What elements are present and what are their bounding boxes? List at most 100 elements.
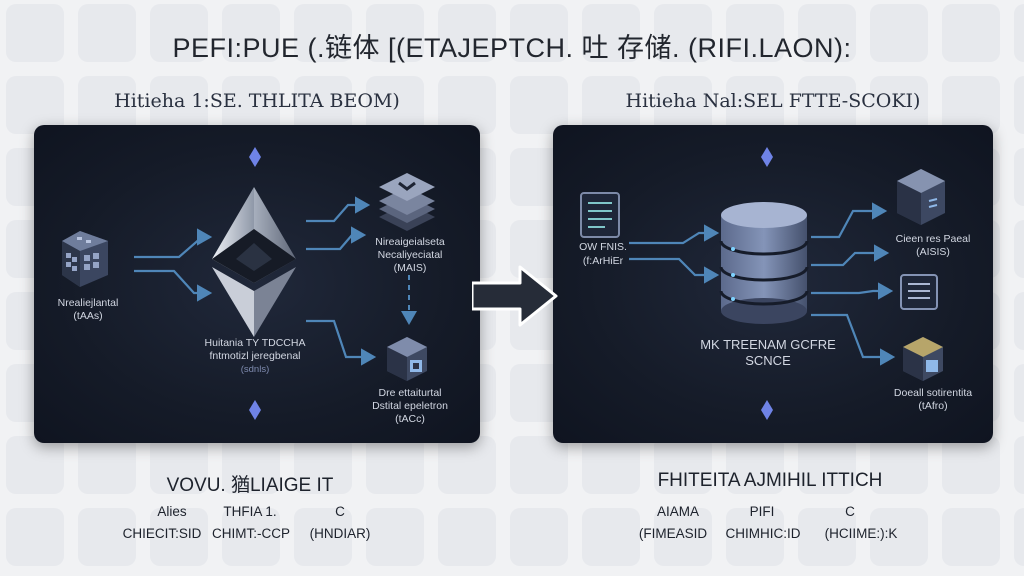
right-summary-r1-c3: C xyxy=(845,504,855,519)
background-tile xyxy=(870,76,928,134)
right-summary-title: FHITEITA AJMIHIL ITTICH xyxy=(657,470,883,491)
background-tile xyxy=(1014,292,1024,350)
background-tile xyxy=(1014,508,1024,566)
background-tile xyxy=(1014,364,1024,422)
bottom-diamond-icon xyxy=(249,400,261,420)
data-cube-icon xyxy=(897,169,945,225)
storage-cube-icon xyxy=(387,337,427,381)
background-tile xyxy=(150,76,208,134)
background-tile xyxy=(438,4,496,62)
left-source-label: Nrealiejlantal xyxy=(57,297,119,309)
database-icon xyxy=(719,202,809,324)
background-tile xyxy=(942,436,1000,494)
right-output-bottom-sub: (tAfro) xyxy=(918,400,948,412)
right-center-label-2: SCNCE xyxy=(745,353,791,368)
background-tile xyxy=(1014,4,1024,62)
background-tile xyxy=(798,4,856,62)
left-source-sub: (tAAs) xyxy=(73,310,103,322)
background-tile xyxy=(654,436,712,494)
right-diagram-canvas xyxy=(580,147,945,420)
background-tile xyxy=(222,508,280,566)
background-tile xyxy=(366,436,424,494)
left-summary-title: VOVU. 猶LIAIGE IT xyxy=(166,475,334,496)
background-tile xyxy=(654,76,712,134)
right-output-top-sub: (AISIS) xyxy=(916,246,950,258)
background-tile xyxy=(1014,148,1024,206)
background-tile xyxy=(438,508,496,566)
background-tile xyxy=(510,76,568,134)
left-output-bottom-label-2: Dstital epeletron xyxy=(372,400,448,412)
right-center-label: MK TREENAM GCFRE xyxy=(700,337,836,352)
transition-arrow-icon xyxy=(472,265,558,327)
storage-cube-icon xyxy=(903,337,943,381)
background-tile xyxy=(942,76,1000,134)
background-tile xyxy=(294,4,352,62)
output-connectors xyxy=(811,202,896,366)
background-tile xyxy=(78,76,136,134)
right-output-top-label: Cieen res Paeal xyxy=(895,233,971,245)
right-summary-r2-c1: (FIMEASID xyxy=(638,526,708,541)
output-connectors xyxy=(306,196,377,366)
background-tile xyxy=(582,4,640,62)
left-summary-r2-c2: CHIMT:-CCP xyxy=(212,526,290,541)
background-tile xyxy=(78,436,136,494)
background-tile xyxy=(726,508,784,566)
background-tile xyxy=(654,508,712,566)
left-output-top-label-2: Necaliyeciatal xyxy=(377,249,443,261)
background-tile xyxy=(1014,220,1024,278)
right-summary-r1-c1: AIAMA xyxy=(656,504,699,519)
background-tile xyxy=(510,508,568,566)
input-connectors xyxy=(134,228,213,302)
background-tile xyxy=(294,508,352,566)
left-center-sub: (sdnls) xyxy=(240,364,270,375)
background-tile xyxy=(366,508,424,566)
left-summary-r1-c2: THFIA 1. xyxy=(223,504,277,519)
background-tile xyxy=(654,4,712,62)
background-tile xyxy=(222,4,280,62)
input-connectors xyxy=(629,224,720,284)
background-tile xyxy=(870,4,928,62)
background-tile xyxy=(1014,76,1024,134)
background-tile xyxy=(438,436,496,494)
background-tile xyxy=(150,436,208,494)
background-tile xyxy=(150,508,208,566)
right-output-bottom-label: Doeall sotirentita xyxy=(893,387,973,399)
background-tile xyxy=(798,76,856,134)
page-title: PEFI:PUE (.链体 [(ETAJEPTCH. 吐 存储. (RIFI.L… xyxy=(172,33,852,63)
right-diagram-panel: OW FNIS. (f:ArHiEr MK TREENAM GCFRE SCNC… xyxy=(553,125,993,443)
background-tile xyxy=(6,508,64,566)
background-tile xyxy=(726,76,784,134)
background-tile xyxy=(582,436,640,494)
background-tile xyxy=(294,76,352,134)
background-tile xyxy=(942,4,1000,62)
background-tile xyxy=(510,436,568,494)
left-output-top-label: Nireaigeialseta xyxy=(375,236,445,248)
layers-icon xyxy=(379,173,435,231)
background-tile xyxy=(438,76,496,134)
right-summary-r2-c2: CHIMHIC:ID xyxy=(725,526,801,541)
background-tile xyxy=(942,508,1000,566)
background-tile xyxy=(870,508,928,566)
background-tile xyxy=(1014,436,1024,494)
background-tile xyxy=(366,76,424,134)
background-tile xyxy=(150,4,208,62)
background-tile xyxy=(6,436,64,494)
background-tile xyxy=(726,436,784,494)
background-tile xyxy=(78,508,136,566)
left-summary-r1-c3: C xyxy=(335,504,345,519)
right-summary-r1-c2: PIFI xyxy=(749,504,775,519)
background-tile xyxy=(798,436,856,494)
background-tile xyxy=(870,436,928,494)
list-document-icon xyxy=(900,274,938,310)
background-tile xyxy=(6,76,64,134)
left-diagram-panel: Nrealiejlantal (tAAs) Huitania TY TDCCHA… xyxy=(34,125,480,443)
background-tile xyxy=(222,76,280,134)
top-diamond-icon xyxy=(249,147,261,167)
background-tile xyxy=(510,4,568,62)
left-summary-r2-c1: CHIECIT:SID xyxy=(122,526,202,541)
left-center-label: Huitania TY TDCCHA xyxy=(204,337,306,349)
background-tile xyxy=(366,4,424,62)
background-tile xyxy=(582,76,640,134)
left-summary-r2-c3: (HNDIAR) xyxy=(309,526,371,541)
right-panel-heading: Hitieha Nal:SEL FTTE-SCOKI) xyxy=(625,90,921,112)
